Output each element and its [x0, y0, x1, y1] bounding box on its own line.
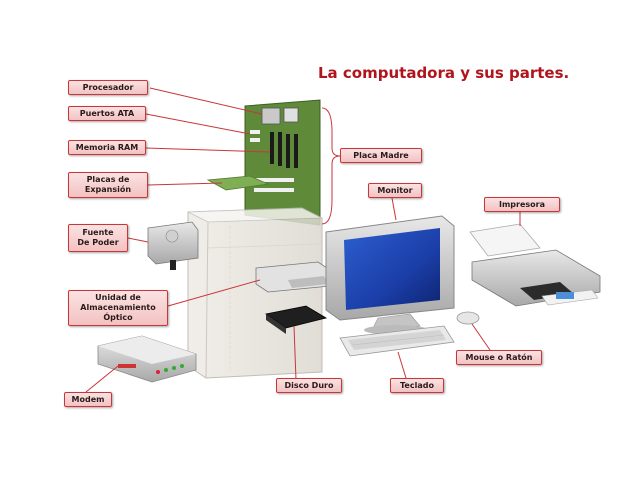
hard-disk [265, 305, 328, 334]
label-fuente-poder: Fuente De Poder [68, 224, 128, 252]
motherboard [244, 99, 321, 226]
monitor [325, 215, 455, 335]
page-title: La computadora y sus partes. [318, 64, 570, 82]
label-monitor: Monitor [368, 183, 422, 198]
label-mouse: Mouse o Ratón [456, 350, 542, 365]
ram-slot [270, 132, 274, 164]
computer-case [187, 207, 323, 379]
modem-device [97, 335, 197, 383]
printer [469, 223, 601, 307]
label-memoria-ram: Memoria RAM [68, 140, 146, 155]
label-procesador: Procesador [68, 80, 148, 95]
power-supply [147, 221, 199, 270]
expansion-card [206, 175, 270, 191]
label-placas-expansion: Placas de Expansión [68, 172, 148, 198]
label-puertos-ata: Puertos ATA [68, 106, 146, 121]
keyboard [339, 325, 455, 357]
label-impresora: Impresora [484, 197, 560, 212]
label-modem: Modem [64, 392, 112, 407]
mouse [456, 311, 480, 325]
label-unidad-optica: Unidad de Almacenamiento Óptico [68, 290, 168, 326]
label-disco-duro: Disco Duro [276, 378, 342, 393]
cpu-chip [261, 107, 281, 125]
label-teclado: Teclado [390, 378, 444, 393]
label-placa-madre: Placa Madre [340, 148, 422, 163]
optical-drive [255, 261, 331, 293]
